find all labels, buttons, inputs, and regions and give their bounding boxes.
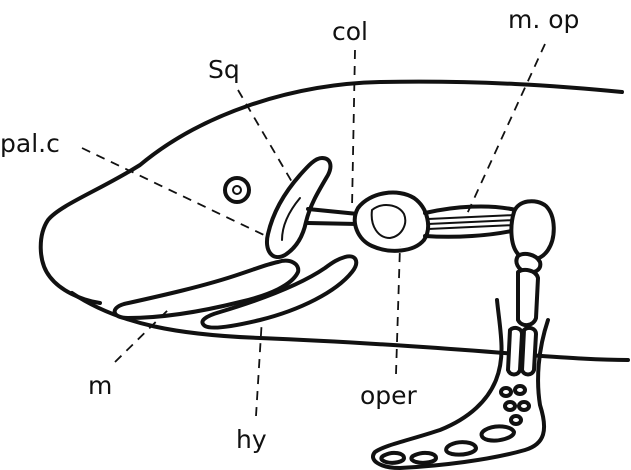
scapula-bone	[511, 201, 553, 259]
label-col: col	[332, 17, 368, 46]
metacarpal-1	[482, 426, 514, 440]
leader-hy	[256, 318, 262, 416]
label-hy: hy	[236, 425, 267, 454]
forearm-radius	[508, 328, 522, 375]
carpal-1	[501, 388, 511, 396]
carpal-4	[519, 402, 529, 410]
label-sq: Sq	[208, 55, 240, 84]
squamosal-bone	[267, 158, 330, 257]
forearm-ulna	[522, 328, 536, 375]
label-pal-c: pal.c	[0, 129, 60, 158]
phalanx-2	[381, 453, 404, 463]
columella-upper	[308, 209, 358, 214]
columella-lower	[308, 223, 358, 224]
carpal-2	[515, 386, 525, 394]
opercularis-fibers	[428, 215, 515, 229]
eye-outer	[225, 178, 249, 202]
carpal-5	[511, 416, 521, 424]
phalanx-1	[411, 453, 436, 463]
carpal-3	[505, 402, 515, 410]
operculum-bone	[355, 193, 428, 251]
metacarpal-2	[446, 442, 476, 454]
leader-oper	[396, 246, 400, 374]
eye-inner	[233, 186, 241, 194]
forelimb-upper	[518, 270, 538, 325]
label-m: m	[88, 371, 112, 400]
leader-col	[352, 50, 355, 208]
leader-m-op	[467, 44, 545, 214]
label-oper: oper	[360, 381, 418, 410]
label-m-op: m. op	[508, 5, 579, 34]
leader-sq	[238, 90, 292, 182]
leader-pal-c	[82, 148, 266, 236]
